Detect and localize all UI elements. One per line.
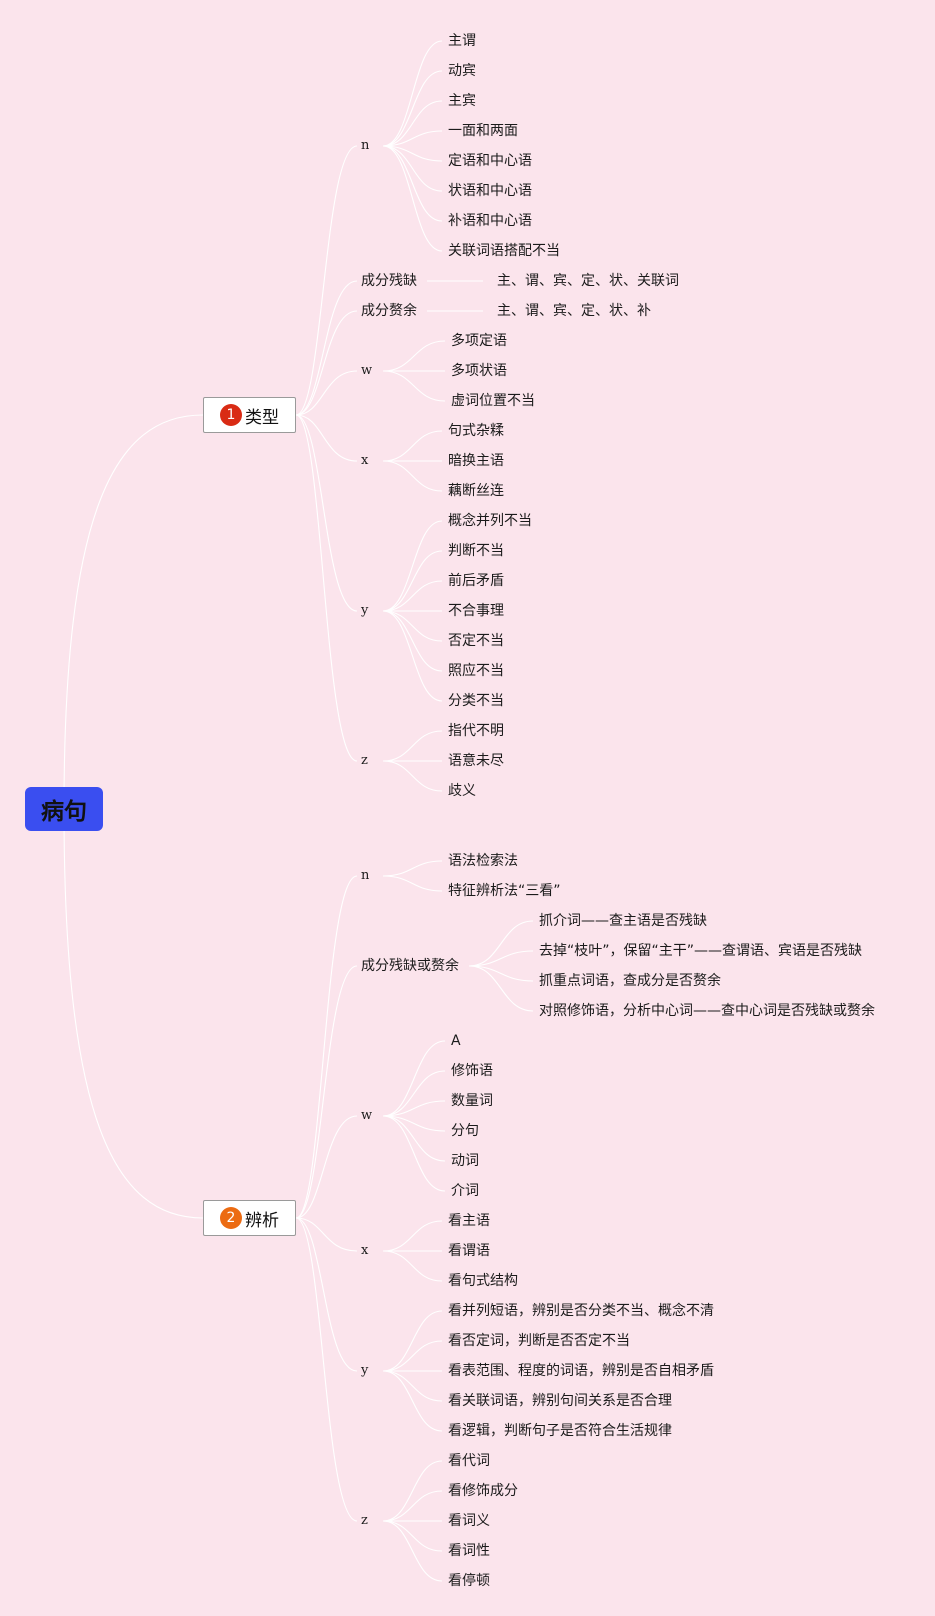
leaf-item[interactable]: 否定不当 (448, 633, 504, 649)
leaf-item[interactable]: 去掉“枝叶”，保留“主干”——查谓语、宾语是否残缺 (539, 943, 863, 959)
leaf-item[interactable]: 关联词语搭配不当 (448, 243, 560, 259)
leaf-item[interactable]: 看代词 (448, 1453, 490, 1469)
branch-label: 类型 (245, 407, 279, 428)
leaf-item[interactable]: 动宾 (448, 63, 476, 79)
leaf-item[interactable]: 看词义 (448, 1513, 490, 1529)
leaf-item[interactable]: 不合事理 (448, 603, 504, 619)
leaf-item[interactable]: 抓重点词语，查成分是否赘余 (539, 973, 721, 989)
leaf-item[interactable]: 一面和两面 (448, 123, 518, 139)
leaf-item[interactable]: 主、谓、宾、定、状、补 (497, 303, 651, 319)
leaf-item[interactable]: 语法检索法 (448, 853, 518, 869)
number-badge-2: 2 (220, 1207, 242, 1229)
leaf-item[interactable]: 分类不当 (448, 693, 504, 709)
leaf-item[interactable]: 语意未尽 (448, 753, 504, 769)
group-label-0-5[interactable]: y (361, 603, 369, 618)
group-label-1-5[interactable]: z (361, 1513, 368, 1528)
leaf-item[interactable]: 多项状语 (451, 363, 507, 379)
leaf-item[interactable]: 数量词 (451, 1093, 493, 1109)
leaf-item[interactable]: 看句式结构 (448, 1273, 518, 1289)
leaf-item[interactable]: 补语和中心语 (448, 213, 532, 229)
leaf-item[interactable]: 主宾 (448, 93, 476, 109)
leaf-item[interactable]: 看否定词，判断是否否定不当 (448, 1333, 630, 1349)
leaf-item[interactable]: 句式杂糅 (448, 423, 504, 439)
leaf-item[interactable]: 前后矛盾 (448, 573, 504, 589)
root-node[interactable]: 病句 (25, 787, 103, 831)
leaf-item[interactable]: A (451, 1033, 461, 1049)
leaf-item[interactable]: 抓介词——查主语是否残缺 (539, 913, 707, 929)
leaf-item[interactable]: 分句 (451, 1123, 479, 1139)
group-label-1-0[interactable]: n (361, 868, 370, 883)
leaf-item[interactable]: 指代不明 (448, 723, 504, 739)
leaf-item[interactable]: 定语和中心语 (448, 153, 532, 169)
leaf-item[interactable]: 看逻辑，判断句子是否符合生活规律 (448, 1423, 672, 1439)
root-label: 病句 (41, 799, 87, 825)
leaf-item[interactable]: 看谓语 (448, 1243, 490, 1259)
leaf-item[interactable]: 对照修饰语，分析中心词——查中心词是否残缺或赘余 (539, 1003, 875, 1019)
group-label-0-3[interactable]: w (361, 363, 373, 378)
branch-node-analysis[interactable]: 2 辨析 (203, 1200, 296, 1236)
leaf-item[interactable]: 看主语 (448, 1213, 490, 1229)
leaf-item[interactable]: 主谓 (448, 33, 476, 49)
leaf-item[interactable]: 修饰语 (451, 1063, 493, 1079)
number-badge-1: 1 (220, 404, 242, 426)
branch-node-types[interactable]: 1 类型 (203, 397, 296, 433)
leaf-item[interactable]: 看停顿 (448, 1573, 490, 1589)
group-label-0-2[interactable]: 成分赘余 (361, 303, 417, 319)
group-label-0-1[interactable]: 成分残缺 (361, 273, 417, 289)
leaf-item[interactable]: 判断不当 (448, 543, 504, 559)
leaf-item[interactable]: 特征辨析法“三看” (448, 883, 561, 899)
leaf-item[interactable]: 暗换主语 (448, 453, 504, 469)
group-label-0-4[interactable]: x (361, 453, 369, 468)
leaf-item[interactable]: 照应不当 (448, 663, 504, 679)
leaf-item[interactable]: 看表范围、程度的词语，辨别是否自相矛盾 (448, 1363, 714, 1379)
leaf-item[interactable]: 多项定语 (451, 333, 507, 349)
leaf-item[interactable]: 藕断丝连 (448, 483, 504, 499)
leaf-item[interactable]: 看修饰成分 (448, 1483, 518, 1499)
leaf-item[interactable]: 动词 (451, 1153, 479, 1169)
leaf-item[interactable]: 看词性 (448, 1543, 490, 1559)
group-label-1-2[interactable]: w (361, 1108, 373, 1123)
branch-label: 辨析 (245, 1210, 279, 1231)
leaf-item[interactable]: 看关联词语，辨别句间关系是否合理 (448, 1393, 672, 1409)
group-label-1-3[interactable]: x (361, 1243, 369, 1258)
group-label-0-6[interactable]: z (361, 753, 368, 768)
leaf-item[interactable]: 虚词位置不当 (451, 393, 535, 409)
leaf-item[interactable]: 状语和中心语 (448, 183, 532, 199)
group-label-1-1[interactable]: 成分残缺或赘余 (361, 958, 459, 974)
leaf-item[interactable]: 概念并列不当 (448, 513, 532, 529)
leaf-item[interactable]: 歧义 (448, 783, 476, 799)
group-label-0-0[interactable]: n (361, 138, 370, 153)
leaf-item[interactable]: 主、谓、宾、定、状、关联词 (497, 273, 679, 289)
leaf-item[interactable]: 看并列短语，辨别是否分类不当、概念不清 (448, 1303, 714, 1319)
group-label-1-4[interactable]: y (361, 1363, 369, 1378)
leaf-item[interactable]: 介词 (451, 1183, 479, 1199)
